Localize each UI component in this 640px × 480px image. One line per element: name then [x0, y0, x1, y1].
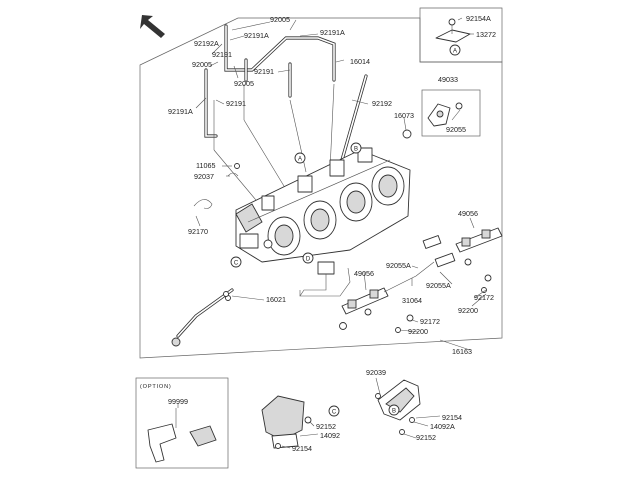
label-92191a-2: 92191A: [320, 28, 345, 37]
cover-left: [261, 395, 312, 449]
callout-d-main: D: [302, 252, 314, 264]
throttle-cable-bracket: [435, 18, 471, 43]
callout-b-main: B: [350, 142, 362, 154]
throttle-body-assembly: [235, 147, 411, 263]
label-13272: 13272: [476, 30, 496, 39]
label-92005c: 92005: [234, 79, 254, 88]
label-49033: 49033: [438, 75, 458, 84]
label-92154-left: 92154: [292, 444, 312, 453]
label-92192a: 92192A: [194, 39, 219, 48]
label-16014: 16014: [350, 57, 370, 66]
label-92172-right: 92172: [474, 293, 494, 302]
label-option: (OPTION): [140, 384, 172, 390]
label-92200-right: 92200: [458, 306, 478, 315]
label-31064: 31064: [402, 296, 422, 305]
label-92152-left: 92152: [316, 422, 336, 431]
sensor-49033: [421, 89, 481, 137]
callout-b-bottom: B: [388, 404, 400, 416]
callout-a-main: A: [294, 152, 306, 164]
label-92154a-top: 92154A: [466, 14, 491, 23]
fuel-rail-lower: [339, 235, 442, 330]
leader-lines: [177, 17, 487, 449]
part-labels: 92005 92191A 92192A 92191 92005 92005 92…: [140, 14, 496, 453]
fasteners: [193, 129, 414, 333]
label-92005b: 92005: [192, 60, 212, 69]
label-92055a-1: 92055A: [386, 261, 411, 270]
inset-frame-top: [419, 7, 503, 63]
callout-a-top: A: [449, 44, 461, 56]
label-92191c: 92191: [254, 67, 274, 76]
label-92200-lower: 92200: [408, 327, 428, 336]
svg-text:D: D: [306, 257, 311, 263]
label-49056-upper: 49056: [458, 209, 478, 218]
svg-text:A: A: [298, 157, 302, 163]
fuel-rail-upper: [434, 227, 503, 293]
svg-text:A: A: [453, 49, 457, 55]
label-14092a: 14092A: [430, 422, 455, 431]
label-92037: 92037: [194, 172, 214, 181]
sensor-connector: [299, 261, 351, 297]
label-92055a-2: 92055A: [426, 281, 451, 290]
label-14092: 14092: [320, 431, 340, 440]
label-92154-right: 92154: [442, 413, 462, 422]
callout-c-main: C: [230, 256, 242, 268]
svg-text:C: C: [234, 261, 239, 267]
svg-text:C: C: [332, 410, 337, 416]
label-92170: 92170: [188, 227, 208, 236]
label-92191a-3: 92191A: [168, 107, 193, 116]
option-frame: [135, 377, 229, 469]
svg-text:B: B: [392, 409, 396, 415]
label-16021: 16021: [266, 295, 286, 304]
label-92039: 92039: [366, 368, 386, 377]
label-16163: 16163: [452, 347, 472, 356]
label-92172-lower: 92172: [420, 317, 440, 326]
label-92191e: 92191: [226, 99, 246, 108]
svg-text:B: B: [354, 147, 358, 153]
label-16073: 16073: [394, 111, 414, 120]
callout-markers: A A B C D C B: [230, 44, 461, 417]
label-11065: 11065: [196, 161, 215, 170]
label-92005a: 92005: [270, 15, 290, 24]
label-92055: 92055: [446, 125, 466, 134]
label-92191a-1: 92191A: [244, 31, 269, 40]
idle-adjust-cable: [171, 288, 234, 347]
label-92192: 92192: [372, 99, 392, 108]
label-99999: 99999: [168, 397, 188, 406]
option-part: [147, 408, 217, 463]
callout-c-bottom: C: [328, 405, 340, 417]
label-92152-right: 92152: [416, 433, 436, 442]
front-direction-arrow: [140, 15, 165, 38]
label-92191b: 92191: [212, 50, 232, 59]
label-49056-lower: 49056: [354, 269, 374, 278]
